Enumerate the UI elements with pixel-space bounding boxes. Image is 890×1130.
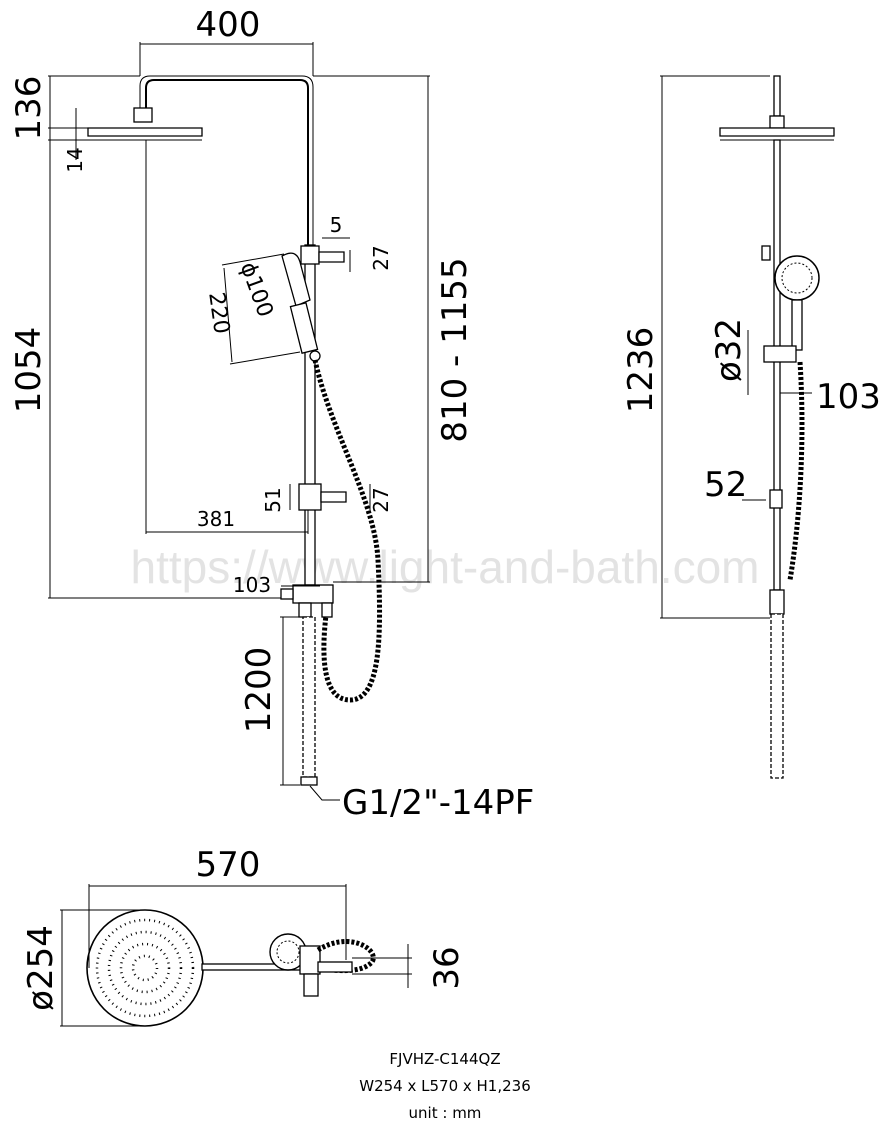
dim-bracket-height: 51 — [261, 487, 285, 512]
dim-bracket-offset: 52 — [704, 465, 747, 505]
dim-bar-dia: ø32 — [709, 318, 749, 382]
front-view: 400 136 14 1054 810 - 1155 5 27 ϕ100 220… — [9, 5, 534, 823]
upper-holder — [300, 245, 320, 265]
overall-size: W254 x L570 x H1,236 — [359, 1077, 531, 1095]
model-number: FJVHZ-C144QZ — [389, 1050, 500, 1068]
dim-arm-width: 400 — [196, 5, 261, 45]
front-dimensions — [48, 42, 430, 801]
watermark: https://www.light-and-bath.com — [131, 541, 760, 593]
hand-shower-head — [281, 252, 311, 307]
rain-head — [87, 127, 203, 137]
side-view: 1236 ø32 103 52 — [621, 75, 881, 779]
dim-bracket-depth: 27 — [369, 487, 393, 512]
top-rain-head — [86, 909, 204, 1027]
side-handle — [791, 299, 803, 351]
dim-head-dia: ø254 — [21, 925, 61, 1011]
shower-hose — [312, 359, 383, 703]
side-slider — [763, 345, 797, 363]
side-rain-head — [719, 127, 835, 137]
dim-bar-range: 810 - 1155 — [435, 257, 475, 442]
head-connector — [133, 107, 153, 123]
dim-handshower-len: 220 — [203, 291, 234, 336]
lower-bracket — [298, 483, 322, 511]
dim-handshower-dia: ϕ100 — [235, 259, 278, 321]
side-bar — [773, 139, 781, 591]
dim-holder-depth: 27 — [369, 245, 393, 270]
dim-total-length: 570 — [196, 845, 261, 885]
caption: FJVHZ-C144QZ W254 x L570 x H1,236 unit :… — [359, 1050, 531, 1122]
dim-depth: 36 — [427, 946, 467, 989]
dim-bar-offset: 103 — [816, 377, 881, 417]
shower-arm — [145, 79, 309, 245]
top-view: 570 ø254 36 — [21, 845, 467, 1027]
dim-hose-length: 1200 — [239, 647, 279, 734]
side-arm — [773, 75, 781, 117]
unit-label: unit : mm — [409, 1104, 482, 1122]
dim-connection: G1/2"-14PF — [342, 783, 534, 823]
dim-valve-offset: 103 — [233, 573, 271, 597]
dim-arm-height: 136 — [9, 76, 49, 141]
dim-head-to-valve: 1054 — [9, 327, 49, 414]
dim-total-height: 1236 — [621, 327, 661, 414]
diverter-valve — [292, 584, 334, 604]
dim-head-center-offset: 381 — [197, 507, 235, 531]
side-inlet-hose — [770, 613, 784, 779]
dim-head-thickness: 14 — [63, 147, 87, 172]
hand-shower-handle — [289, 301, 319, 355]
inlet-hose — [302, 616, 316, 778]
side-hose — [787, 361, 805, 581]
dim-holder-offset: 5 — [330, 213, 343, 237]
